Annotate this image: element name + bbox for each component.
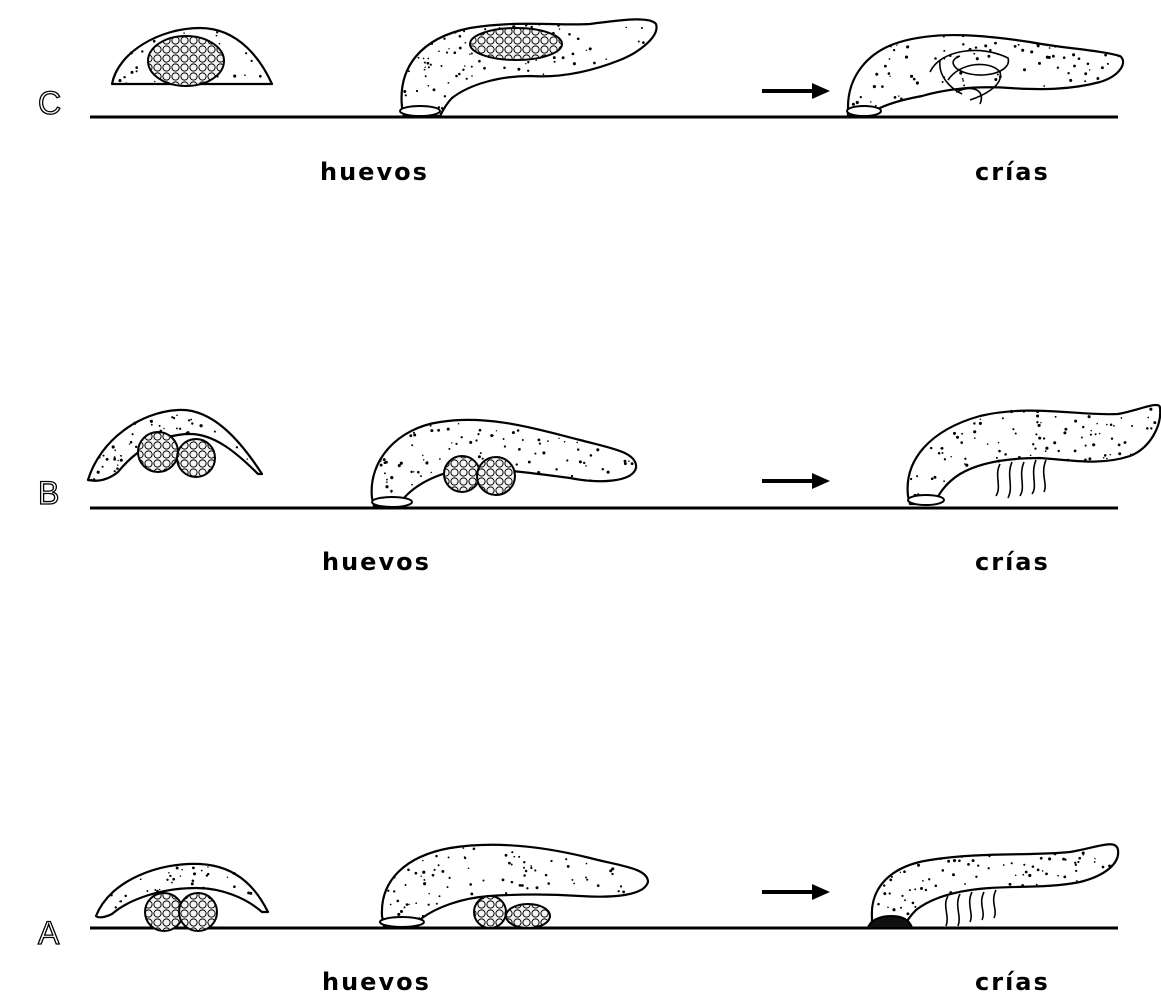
label-crias-c: crías: [975, 158, 1050, 186]
panel-c: C: [38, 19, 1123, 186]
arrow-icon-a: [762, 884, 830, 900]
animal-a-right: [868, 844, 1118, 928]
label-crias-b: crías: [975, 548, 1050, 576]
panel-b: B: [38, 405, 1160, 576]
animal-b-right: [908, 405, 1161, 505]
animal-b-middle: [372, 420, 636, 507]
panel-letter-b: B: [38, 475, 59, 511]
hanging-young-a: [946, 890, 996, 926]
label-huevos-c: huevos: [320, 158, 429, 186]
animal-b-left: [88, 410, 262, 481]
label-huevos-b: huevos: [322, 548, 431, 576]
animal-a-middle: [380, 845, 648, 928]
label-crias-a: crías: [975, 968, 1050, 996]
animal-c-right: [847, 35, 1123, 116]
animal-c-middle: [400, 19, 657, 116]
animal-a-left: [96, 864, 268, 931]
arrow-icon-b: [762, 473, 830, 489]
panel-letter-a: A: [38, 915, 60, 951]
animal-c-left: [112, 28, 272, 86]
label-huevos-a: huevos: [322, 968, 431, 996]
hanging-young-b: [996, 460, 1046, 498]
arrow-icon-c: [762, 83, 830, 99]
panel-letter-c: C: [38, 85, 61, 121]
panel-a: A: [38, 844, 1118, 996]
